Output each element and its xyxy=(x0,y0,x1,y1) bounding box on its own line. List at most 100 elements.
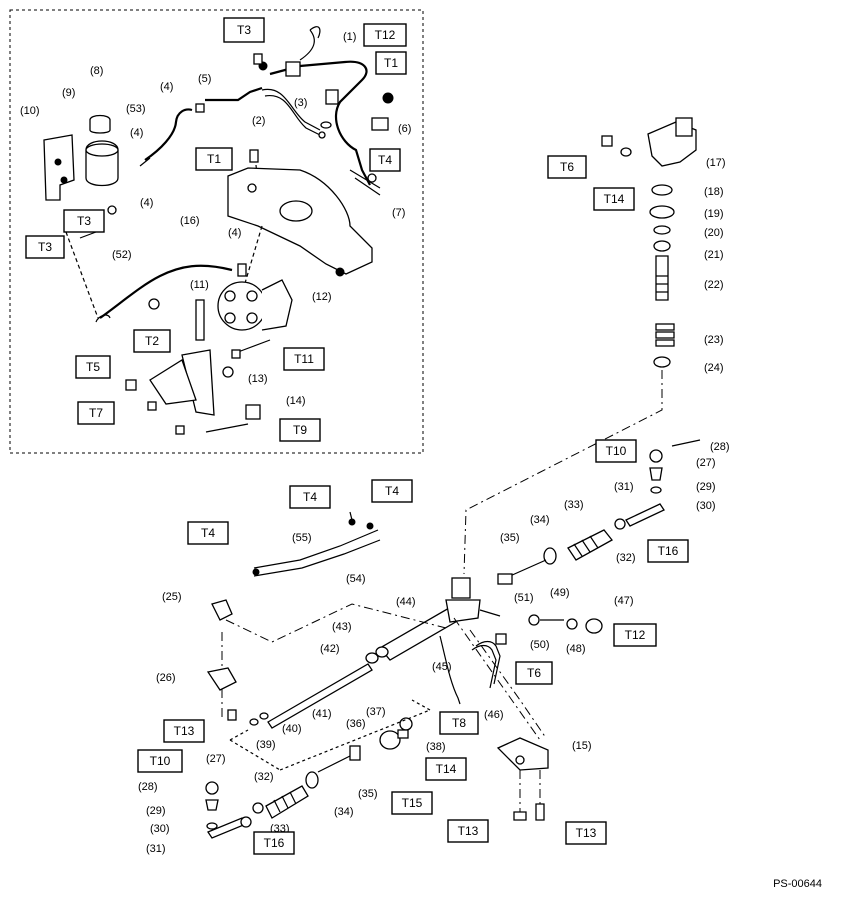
part-label-p30b: (30) xyxy=(150,823,170,835)
part-label-p33a: (33) xyxy=(564,499,584,511)
part-label-p32a: (32) xyxy=(616,552,636,564)
pipes-54-55 xyxy=(252,511,381,577)
torque-box-t10a: T10 xyxy=(595,439,637,463)
part-label-p45: (45) xyxy=(432,661,452,673)
part-label-p54: (54) xyxy=(346,573,366,585)
part-label-p49: (49) xyxy=(550,587,570,599)
torque-box-t12a: T12 xyxy=(363,23,407,47)
part-label-p9: (9) xyxy=(62,87,75,99)
part-label-p17: (17) xyxy=(706,157,726,169)
part-label-p10: (10) xyxy=(20,105,40,117)
pump-group xyxy=(43,26,394,435)
torque-label: T5 xyxy=(86,360,100,374)
part-label-p21: (21) xyxy=(704,249,724,261)
torque-box-t4a: T4 xyxy=(369,148,401,172)
part-label-p7: (7) xyxy=(392,207,405,219)
torque-box-t14b: T14 xyxy=(425,757,467,781)
torque-label: T4 xyxy=(303,490,317,504)
part-label-p28b: (28) xyxy=(138,781,158,793)
torque-box-t2: T2 xyxy=(133,329,171,353)
part-label-p35b: (35) xyxy=(358,788,378,800)
tie-rod-left xyxy=(205,745,361,839)
part-label-p24: (24) xyxy=(704,362,724,374)
torque-label: T16 xyxy=(658,544,679,558)
torque-label: T4 xyxy=(201,526,215,540)
torque-box-t15: T15 xyxy=(391,791,433,815)
torque-label: T15 xyxy=(402,796,423,810)
part-label-p32b: (32) xyxy=(254,771,274,783)
part-label-p34b: (34) xyxy=(334,806,354,818)
torque-box-t9: T9 xyxy=(279,418,321,442)
part-label-p6: (6) xyxy=(398,123,411,135)
torque-label: T11 xyxy=(294,352,314,366)
torque-box-t3b: T3 xyxy=(63,209,105,233)
torque-label: T14 xyxy=(604,192,625,206)
torque-label: T6 xyxy=(560,160,574,174)
part-label-p23: (23) xyxy=(704,334,724,346)
torque-label: T6 xyxy=(527,666,541,680)
torque-label: T7 xyxy=(89,406,103,420)
valve-assembly xyxy=(463,117,697,575)
bracket-15 xyxy=(496,737,549,821)
torque-box-t4c: T4 xyxy=(371,479,413,503)
part-label-p11: (11) xyxy=(190,279,209,291)
torque-box-t11: T11 xyxy=(283,347,325,371)
rack-gearbox xyxy=(206,577,603,771)
part-label-p16: (16) xyxy=(180,215,200,227)
part-label-p48: (48) xyxy=(566,643,586,655)
torque-box-t14a: T14 xyxy=(593,187,635,211)
part-label-p37: (37) xyxy=(366,706,386,718)
torque-label: T1 xyxy=(384,56,398,70)
part-label-p35a: (35) xyxy=(500,532,520,544)
torque-label: T10 xyxy=(606,444,627,458)
part-label-p46: (46) xyxy=(484,709,504,721)
torque-box-t5: T5 xyxy=(75,355,111,379)
torque-box-t6a: T6 xyxy=(547,155,587,179)
part-label-p14: (14) xyxy=(286,395,306,407)
part-label-p39: (39) xyxy=(256,739,276,751)
part-label-p4a: (4) xyxy=(160,81,173,93)
torque-label: T1 xyxy=(207,152,221,166)
part-label-p50: (50) xyxy=(530,639,550,651)
torque-label: T9 xyxy=(293,423,307,437)
torque-label: T4 xyxy=(385,484,399,498)
part-label-p3: (3) xyxy=(294,97,307,109)
torque-box-t1a: T1 xyxy=(375,51,407,75)
part-label-p47: (47) xyxy=(614,595,634,607)
part-label-p41: (41) xyxy=(312,708,332,720)
part-label-p53: (53) xyxy=(126,103,146,115)
torque-box-t4b: T4 xyxy=(289,485,331,509)
part-label-p28a: (28) xyxy=(710,441,730,453)
torque-label: T13 xyxy=(458,824,479,838)
part-label-p5: (5) xyxy=(198,73,211,85)
part-label-p15: (15) xyxy=(572,740,592,752)
part-label-p4c: (4) xyxy=(140,197,153,209)
torque-label: T4 xyxy=(378,153,392,167)
torque-label: T8 xyxy=(452,716,466,730)
part-label-p20: (20) xyxy=(704,227,724,239)
torque-label: T13 xyxy=(576,826,597,840)
part-label-p40: (40) xyxy=(282,723,302,735)
part-label-p19: (19) xyxy=(704,208,724,220)
part-label-p29a: (29) xyxy=(696,481,716,493)
torque-label: T3 xyxy=(237,23,251,37)
part-label-p2: (2) xyxy=(252,115,265,127)
part-label-p51: (51) xyxy=(514,592,534,604)
part-label-p26: (26) xyxy=(156,672,176,684)
torque-box-t13c: T13 xyxy=(565,821,607,845)
part-label-p18: (18) xyxy=(704,186,724,198)
part-label-p12: (12) xyxy=(312,291,332,303)
part-label-p38: (38) xyxy=(426,741,446,753)
torque-box-t1b: T1 xyxy=(195,147,233,171)
torque-box-t3c: T3 xyxy=(25,235,65,259)
part-label-p30a: (30) xyxy=(696,500,716,512)
torque-box-t4d: T4 xyxy=(187,521,229,545)
torque-label: T3 xyxy=(77,214,91,228)
part-label-p34a: (34) xyxy=(530,514,550,526)
torque-label: T12 xyxy=(375,28,396,42)
torque-label: T10 xyxy=(150,754,171,768)
part-label-p25: (25) xyxy=(162,591,182,603)
torque-box-t3a: T3 xyxy=(223,17,265,43)
part-label-p22: (22) xyxy=(704,279,724,291)
